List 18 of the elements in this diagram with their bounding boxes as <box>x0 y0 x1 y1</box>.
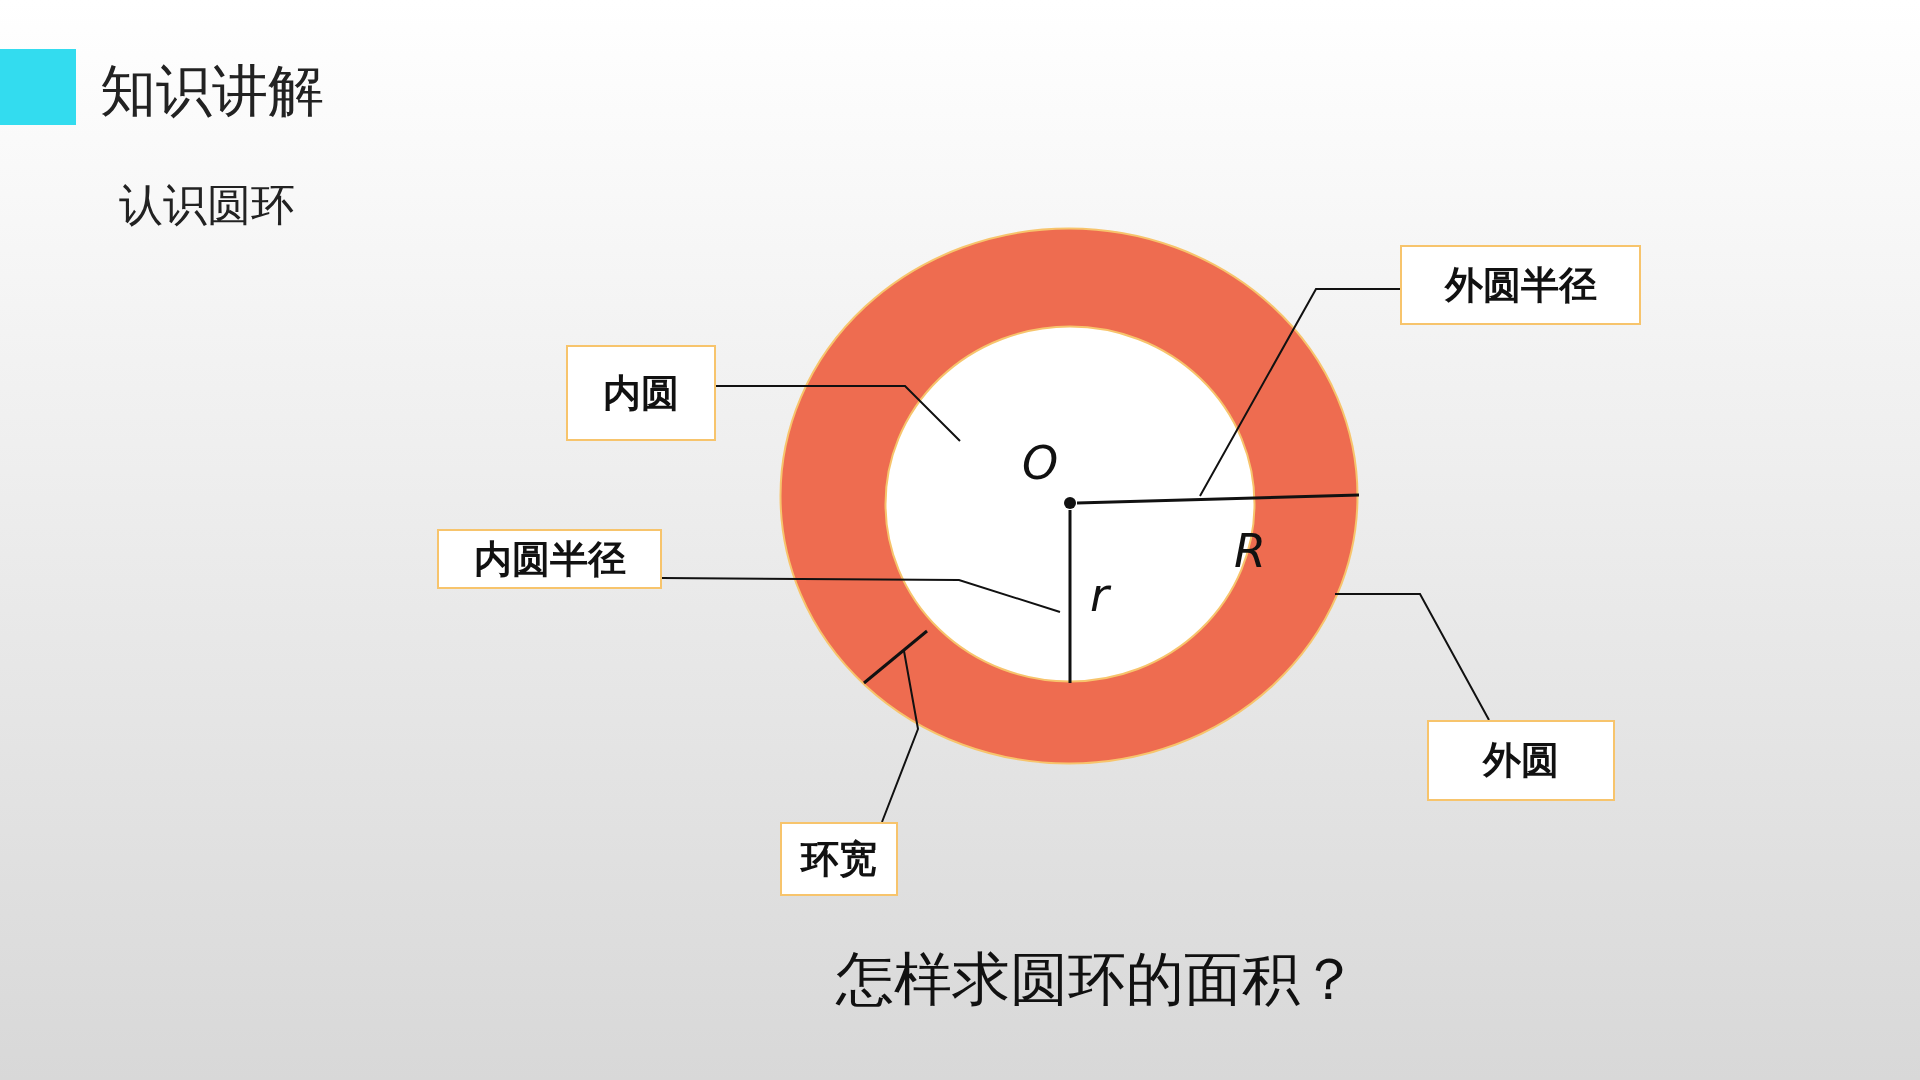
outer-radius-line <box>1076 493 1360 505</box>
callout-label: 内圆半径 <box>437 529 662 589</box>
slide-title: 知识讲解 <box>100 57 324 125</box>
callout-label: 外圆半径 <box>1400 245 1641 325</box>
callout-label: 内圆 <box>566 345 716 441</box>
point-label: O <box>1022 440 1059 486</box>
radius-label: r <box>1090 572 1109 618</box>
subtitle: 认识圆环 <box>119 178 295 232</box>
question-text: 怎样求圆环的面积？ <box>836 946 1359 1013</box>
inner-radius-line <box>1068 510 1072 683</box>
callout-label: 外圆 <box>1427 720 1615 801</box>
leader-line <box>661 577 1061 613</box>
leader-line <box>881 650 920 823</box>
leader-line <box>715 385 961 442</box>
callout-label: 环宽 <box>780 822 898 896</box>
ring-width-line <box>863 629 928 685</box>
leader-line <box>1334 593 1490 721</box>
leader-line <box>1199 288 1401 497</box>
